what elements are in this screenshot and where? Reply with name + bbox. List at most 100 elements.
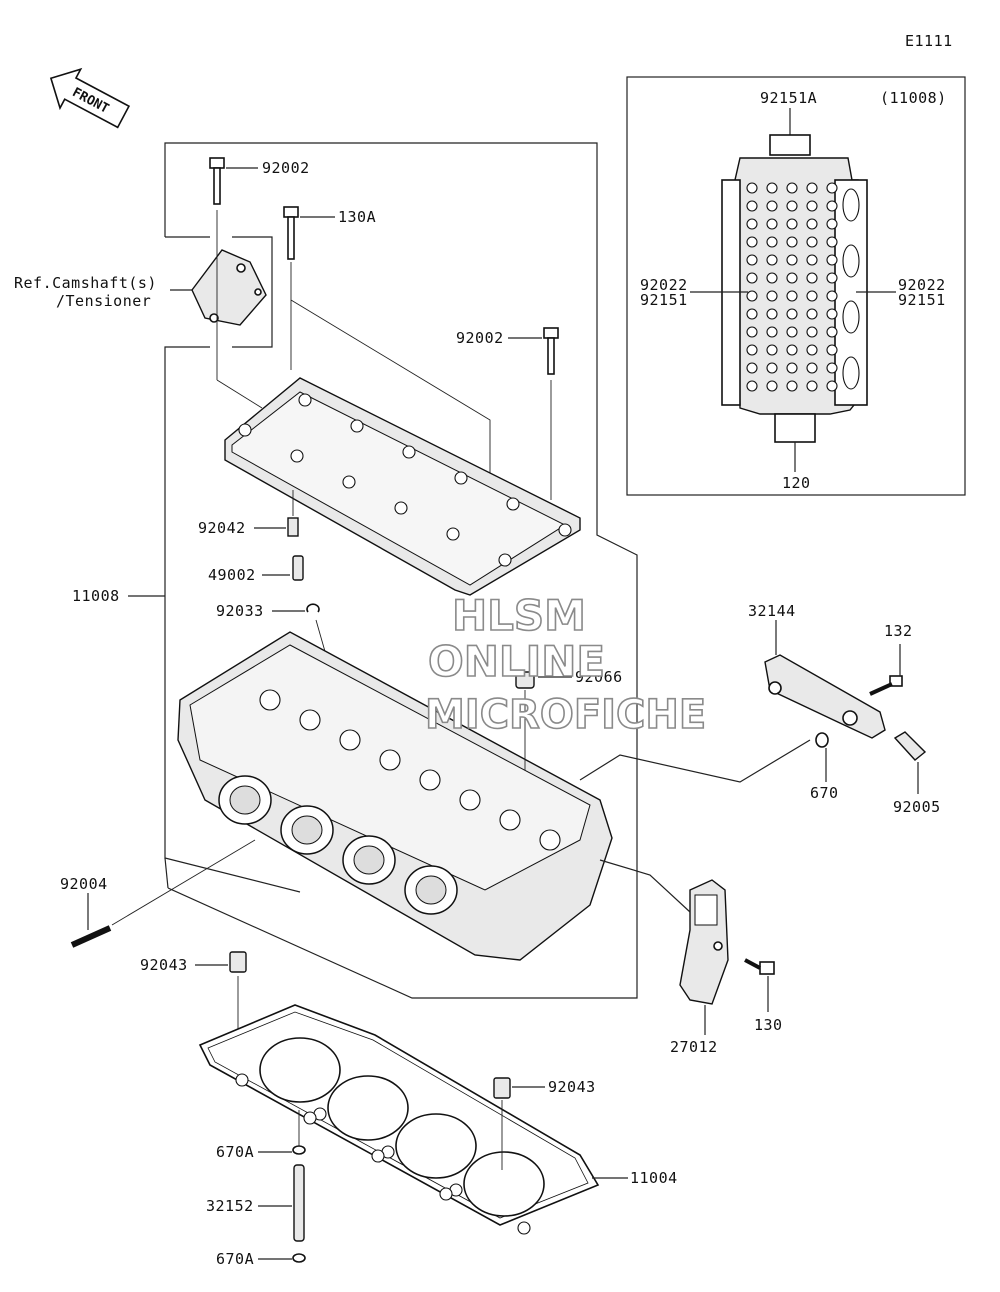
inset-valve-hole xyxy=(766,182,778,194)
fitting-92005 xyxy=(893,731,927,761)
inset-head-view: (11008) 92151A 92022 92151 92022 92151 1… xyxy=(626,76,966,496)
inset-valve-hole xyxy=(826,326,838,338)
bolt-92002-right xyxy=(543,327,559,375)
inset-valve-hole xyxy=(806,326,818,338)
inset-valve-hole xyxy=(766,308,778,320)
label-49002: 49002 xyxy=(208,566,256,584)
head-port-inner xyxy=(229,785,261,815)
inset-valve-hole xyxy=(806,272,818,284)
inset-port xyxy=(842,300,860,334)
inset-valve-hole xyxy=(806,290,818,302)
stud-92004 xyxy=(70,925,112,948)
inset-label-right-92022: 92022 xyxy=(898,276,946,294)
inset-valve-hole xyxy=(786,272,798,284)
inset-label-92151A: 92151A xyxy=(760,89,817,107)
oring-670A-top xyxy=(292,1145,306,1155)
gasket-bolt-hole xyxy=(303,1111,317,1125)
inset-port xyxy=(842,244,860,278)
label-670A-bottom: 670A xyxy=(216,1250,254,1268)
bolt-92002-top xyxy=(209,157,225,205)
label-27012: 27012 xyxy=(670,1038,718,1056)
holder-boss xyxy=(558,523,572,537)
head-pocket xyxy=(459,789,481,811)
inset-valve-hole xyxy=(746,182,758,194)
inset-valve-hole xyxy=(746,200,758,212)
gasket-bore xyxy=(463,1151,545,1217)
bolt-132 xyxy=(869,675,903,696)
inset-valve-hole xyxy=(746,290,758,302)
inset-valve-hole xyxy=(826,362,838,374)
inset-valve-hole xyxy=(786,308,798,320)
pipe-32152 xyxy=(293,1164,305,1242)
label-92002-top: 92002 xyxy=(262,159,310,177)
ref-camshaft-label: Ref.Camshaft(s) xyxy=(14,274,157,292)
label-130A: 130A xyxy=(338,208,376,226)
inset-valve-hole xyxy=(786,236,798,248)
holder-boss xyxy=(394,501,408,515)
cylinder-head xyxy=(177,631,613,961)
bracket-27012 xyxy=(679,879,729,1005)
inset-valve-hole xyxy=(766,218,778,230)
inset-valve-hole xyxy=(826,254,838,266)
assembly-bracket-lines xyxy=(164,142,638,999)
inset-valve-hole xyxy=(766,362,778,374)
bolt-130A xyxy=(283,206,299,260)
inset-title: (11008) xyxy=(880,89,947,107)
inset-valve-hole xyxy=(826,290,838,302)
holder-boss xyxy=(350,419,364,433)
inset-valve-hole xyxy=(826,200,838,212)
inset-valve-hole xyxy=(786,254,798,266)
label-92004: 92004 xyxy=(60,875,108,893)
inset-valve-hole xyxy=(786,182,798,194)
holder-boss xyxy=(290,449,304,463)
inset-valve-hole xyxy=(806,362,818,374)
watermark-line3: MICROFICHE xyxy=(425,692,706,738)
inset-valve-hole xyxy=(766,344,778,356)
label-670: 670 xyxy=(810,784,839,802)
watermark: HLSM ONLINE MICROFICHE xyxy=(424,590,707,739)
gasket-bolt-hole xyxy=(371,1149,385,1163)
page-code: E1111 xyxy=(905,32,953,50)
inset-valve-hole xyxy=(806,254,818,266)
label-32152: 32152 xyxy=(206,1197,254,1215)
head-pocket xyxy=(259,689,281,711)
holder-boss xyxy=(506,497,520,511)
camshaft-holder xyxy=(224,377,581,596)
inset-port xyxy=(842,188,860,222)
front-arrow-icon: FRONT xyxy=(49,67,131,129)
cap-92066 xyxy=(515,671,535,689)
watermark-line1: HLSM xyxy=(452,591,586,640)
inset-valve-hole xyxy=(746,308,758,320)
label-11004: 11004 xyxy=(630,1169,678,1187)
holder-boss xyxy=(298,393,312,407)
oring-670 xyxy=(815,732,829,748)
bolt-130 xyxy=(744,958,775,975)
inset-valve-hole xyxy=(786,362,798,374)
head-pocket xyxy=(499,809,521,831)
inset-valve-hole xyxy=(826,308,838,320)
gasket-bolt-hole xyxy=(439,1187,453,1201)
head-pocket xyxy=(299,709,321,731)
ref-tensioner-label: /Tensioner xyxy=(56,292,151,310)
holder-boss xyxy=(498,553,512,567)
gasket-bore xyxy=(327,1075,409,1141)
gasket-bore xyxy=(259,1037,341,1103)
label-92043-left: 92043 xyxy=(140,956,188,974)
gasket-bore xyxy=(395,1113,477,1179)
label-92043-right: 92043 xyxy=(548,1078,596,1096)
label-92002-right: 92002 xyxy=(456,329,504,347)
inset-valve-hole xyxy=(786,290,798,302)
inset-valve-hole xyxy=(746,344,758,356)
inset-valve-hole xyxy=(746,236,758,248)
holder-boss xyxy=(402,445,416,459)
inset-valve-hole xyxy=(746,218,758,230)
watermark-line2: ONLINE xyxy=(428,637,605,686)
label-92005: 92005 xyxy=(893,798,941,816)
holder-boss xyxy=(238,423,252,437)
inset-valve-hole xyxy=(766,272,778,284)
dowel-92042 xyxy=(287,517,299,537)
label-92033: 92033 xyxy=(216,602,264,620)
head-pocket xyxy=(419,769,441,791)
head-pocket xyxy=(539,829,561,851)
inset-valve-hole xyxy=(746,326,758,338)
